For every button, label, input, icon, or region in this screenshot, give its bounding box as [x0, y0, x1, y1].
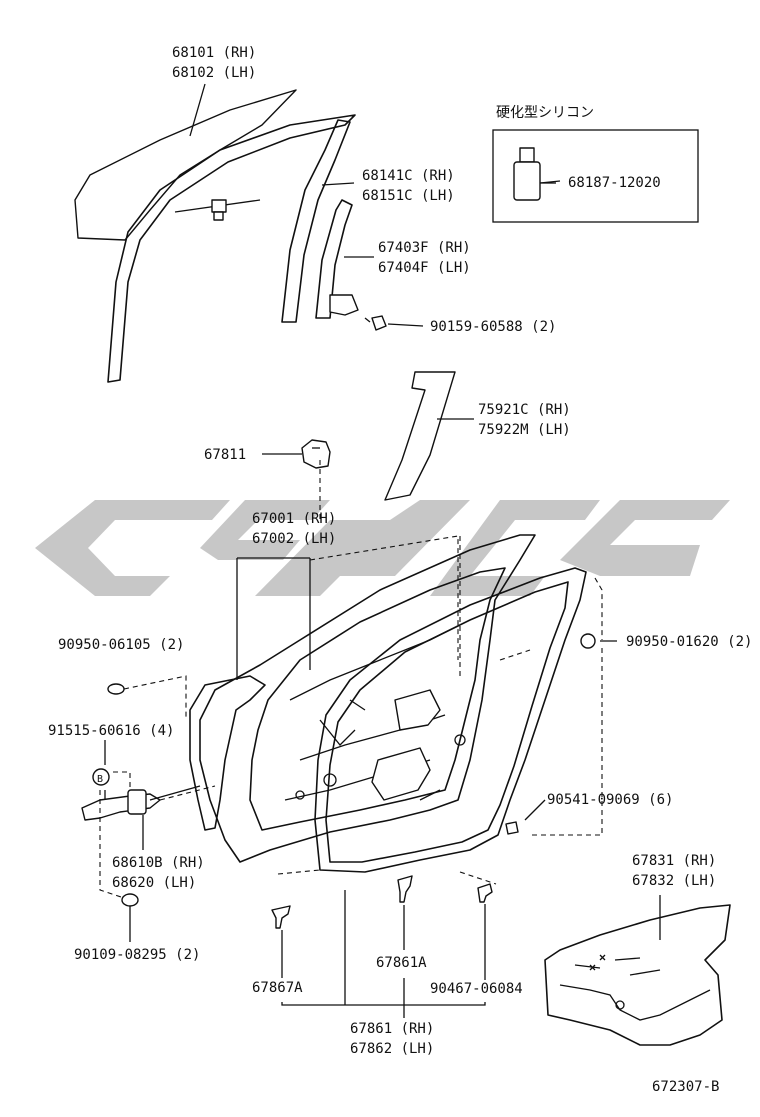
- label-clip-67861a: 67861A: [376, 955, 427, 971]
- bolt-icon: [364, 315, 387, 331]
- plug-icon-01620: [580, 633, 596, 649]
- part-labels: 68101 (RH) 68102 (LH) 68141C (RH) 68151C…: [48, 45, 752, 1095]
- clip-icon-06084: [477, 883, 493, 903]
- label-plug-01620: 90950-01620 (2): [626, 634, 752, 650]
- clip-icon-09069: [505, 821, 519, 835]
- label-run-rh: 68141C (RH): [362, 168, 455, 184]
- box-title: 硬化型シリコン: [496, 105, 594, 121]
- label-weather-lh: 67862 (LH): [350, 1041, 434, 1057]
- label-cushion: 67811: [204, 447, 246, 463]
- label-cover-rh: 67831 (RH): [632, 853, 716, 869]
- label-check-rh: 68610B (RH): [112, 855, 205, 871]
- label-run-lh: 68151C (LH): [362, 188, 455, 204]
- label-clip-06084: 90467-06084: [430, 981, 523, 997]
- label-door-rh: 67001 (RH): [252, 511, 336, 527]
- label-weather-rh: 67861 (RH): [350, 1021, 434, 1037]
- diagram-id: 672307-B: [652, 1079, 719, 1095]
- label-glass-rh: 68101 (RH): [172, 45, 256, 61]
- label-cover-lh: 67832 (LH): [632, 873, 716, 889]
- bolt-icon-91515: B: [92, 768, 110, 786]
- window-frame-molding: [315, 199, 359, 319]
- cushion-icon: [301, 439, 331, 469]
- svg-text:B: B: [97, 774, 103, 785]
- label-door-lh: 67002 (LH): [252, 531, 336, 547]
- label-check-lh: 68620 (LH): [112, 875, 196, 891]
- door-tape: [384, 371, 456, 501]
- label-frame-rh: 67403F (RH): [378, 240, 471, 256]
- label-clip-09069: 90541-09069 (6): [547, 792, 673, 808]
- label-bolt-90109: 90109-08295 (2): [74, 947, 200, 963]
- label-bolt-91515: 91515-60616 (4): [48, 723, 174, 739]
- label-tape-lh: 75922M (LH): [478, 422, 571, 438]
- clip-icon-67867a: [271, 905, 291, 929]
- bolt-icon-90109: [121, 893, 139, 907]
- plug-icon-06105: [107, 683, 125, 695]
- watermark-logo: [35, 500, 730, 596]
- dashed-lines: [99, 460, 603, 899]
- leader-lines: [104, 83, 661, 1018]
- label-plug-06105: 90950-06105 (2): [58, 637, 184, 653]
- service-hole-cover: [544, 904, 731, 1046]
- door-shell: [189, 534, 536, 863]
- door-weatherstrip: [314, 567, 587, 873]
- label-frame-lh: 67404F (LH): [378, 260, 471, 276]
- label-tape-rh: 75921C (RH): [478, 402, 571, 418]
- label-glass-lh: 68102 (LH): [172, 65, 256, 81]
- door-glass: [74, 89, 297, 241]
- label-bolt-90159: 90159-60588 (2): [430, 319, 556, 335]
- clip-icon-67861a: [397, 875, 413, 903]
- box-part: 68187-12020: [568, 175, 661, 191]
- label-clip-67867a: 67867A: [252, 980, 303, 996]
- glass-run: [107, 114, 356, 383]
- door-check: [81, 785, 201, 821]
